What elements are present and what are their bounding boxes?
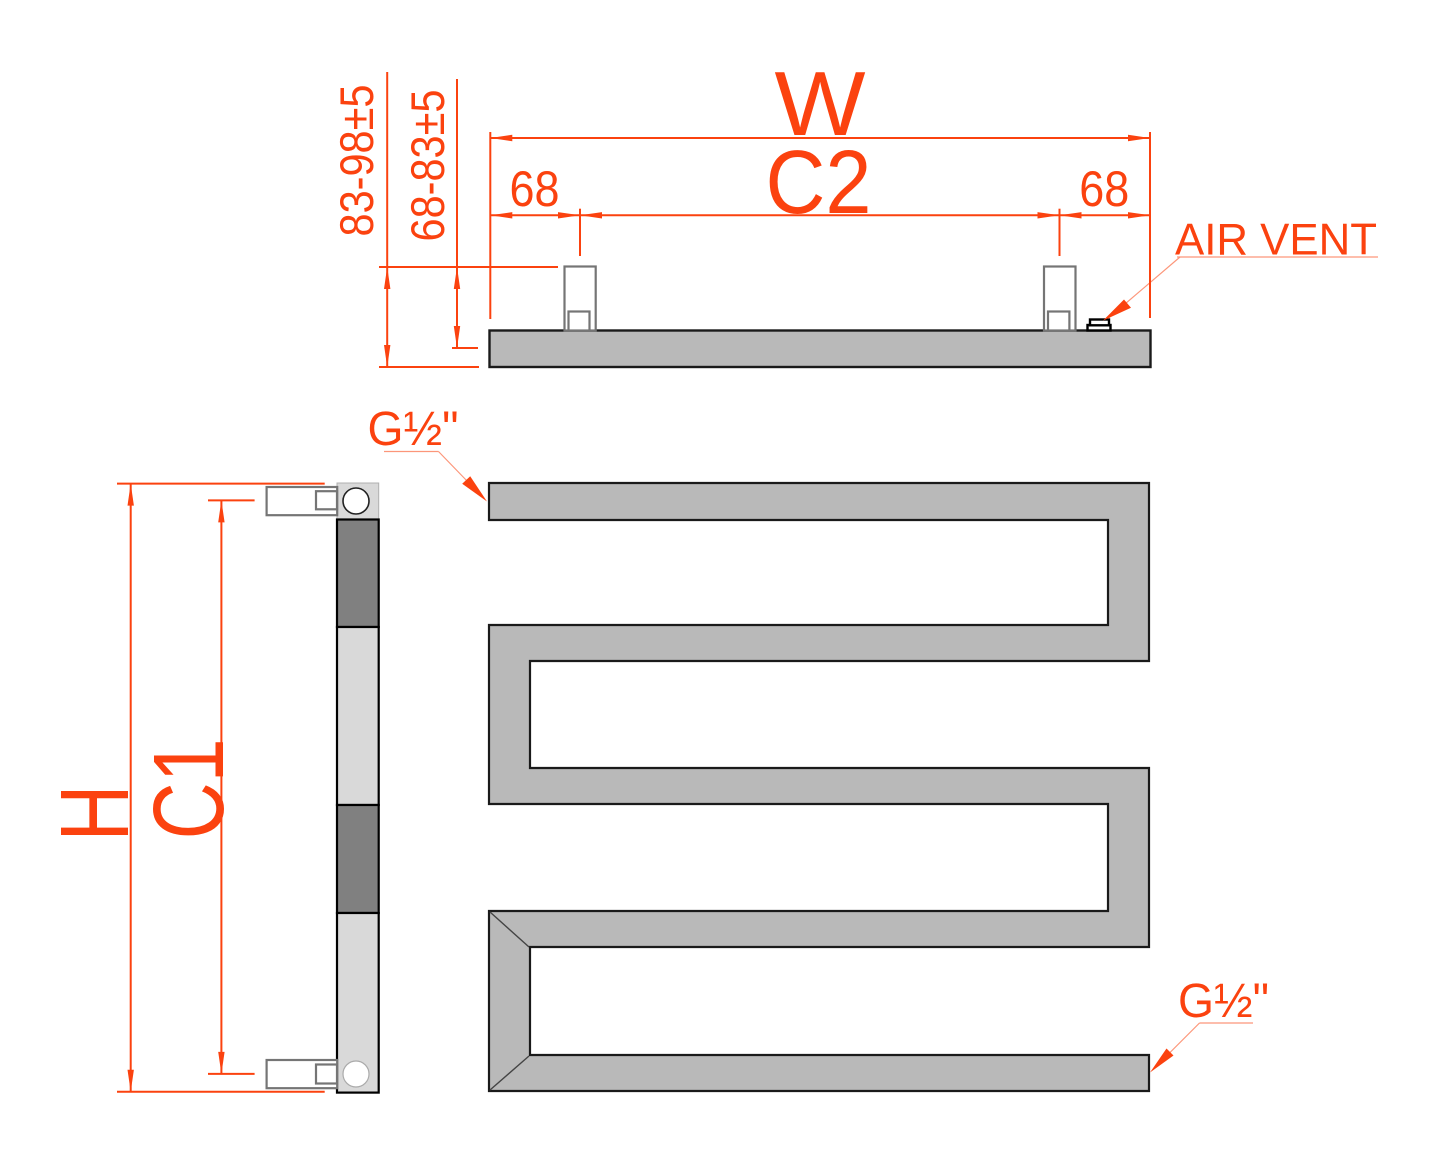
svg-text:68-83±5: 68-83±5 bbox=[401, 90, 454, 242]
svg-text:68: 68 bbox=[1079, 161, 1129, 217]
svg-text:W: W bbox=[775, 54, 866, 155]
svg-text:H: H bbox=[40, 785, 149, 842]
svg-text:C2: C2 bbox=[766, 133, 872, 233]
svg-text:83-98±5: 83-98±5 bbox=[330, 85, 383, 237]
svg-text:G½": G½" bbox=[1178, 974, 1269, 1028]
svg-text:C1: C1 bbox=[133, 738, 245, 839]
svg-text:G½": G½" bbox=[368, 402, 459, 456]
svg-text:68: 68 bbox=[510, 161, 560, 217]
svg-text:AIR VENT: AIR VENT bbox=[1175, 216, 1377, 265]
